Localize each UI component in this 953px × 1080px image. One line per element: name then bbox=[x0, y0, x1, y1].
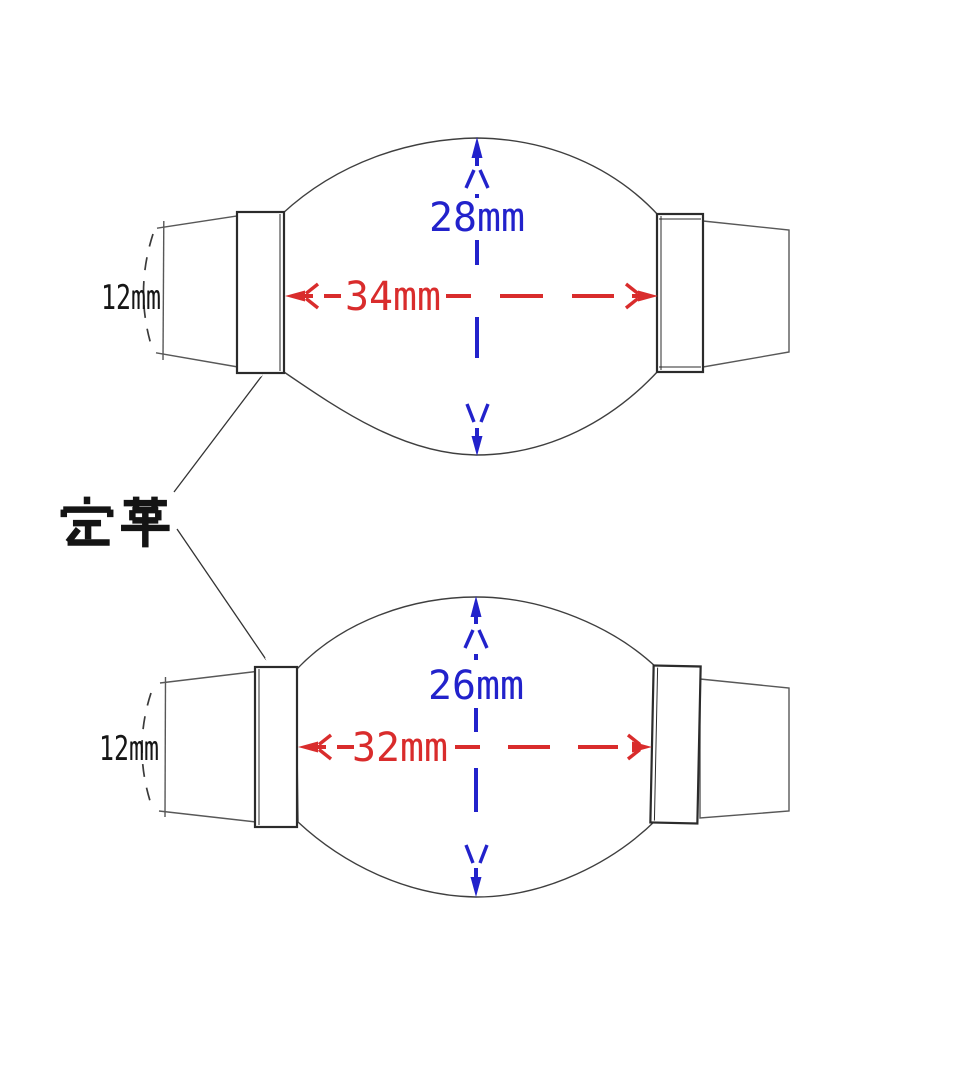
lower-right-band bbox=[649, 664, 702, 825]
arrow-left-icon bbox=[298, 741, 318, 753]
arrow-up-icon bbox=[470, 596, 482, 617]
upper-left-band bbox=[235, 210, 286, 375]
upper-right-end-tube bbox=[702, 220, 790, 368]
arrow-right-icon bbox=[638, 290, 658, 302]
upper-left-end-tube bbox=[155, 215, 239, 368]
lower-figure: 12mm 26mm 32mm bbox=[99, 596, 790, 898]
lower-right-end-tube bbox=[699, 678, 790, 819]
lower-end-width-label: 12mm bbox=[99, 729, 159, 769]
upper-right-band bbox=[655, 212, 705, 374]
lower-left-end-tube bbox=[158, 670, 257, 823]
callout-arrow-lower bbox=[176, 528, 265, 658]
lower-width-dimension: 32mm bbox=[298, 725, 652, 771]
upper-figure: 12mm 28mm 34mm bbox=[101, 137, 790, 456]
upper-width-dimension: 34mm bbox=[285, 274, 658, 320]
glyph-sadame bbox=[60, 496, 114, 546]
upper-height-dimension: 28mm bbox=[429, 137, 525, 456]
arrow-left-icon bbox=[285, 290, 305, 302]
lower-width-label: 32mm bbox=[352, 725, 448, 771]
lower-end-width-bracket bbox=[141, 692, 152, 805]
arrow-up-icon bbox=[471, 137, 483, 158]
arrow-down-icon bbox=[471, 436, 483, 456]
callout-arrow-upper bbox=[173, 377, 261, 493]
sadegawa-callout-glyphs bbox=[60, 496, 170, 548]
glyph-kawa bbox=[121, 496, 170, 548]
arrow-right-icon bbox=[632, 741, 652, 753]
arrow-down-icon bbox=[470, 877, 482, 897]
upper-width-label: 34mm bbox=[345, 274, 441, 320]
upper-height-label: 28mm bbox=[429, 195, 525, 241]
upper-end-width-bracket bbox=[142, 233, 154, 352]
lower-height-dimension: 26mm bbox=[428, 596, 524, 897]
lower-height-label: 26mm bbox=[428, 663, 524, 709]
lower-left-band bbox=[253, 665, 299, 829]
sadegawa-callout: 定革 bbox=[60, 377, 265, 658]
upper-end-width-label: 12mm bbox=[101, 278, 161, 318]
